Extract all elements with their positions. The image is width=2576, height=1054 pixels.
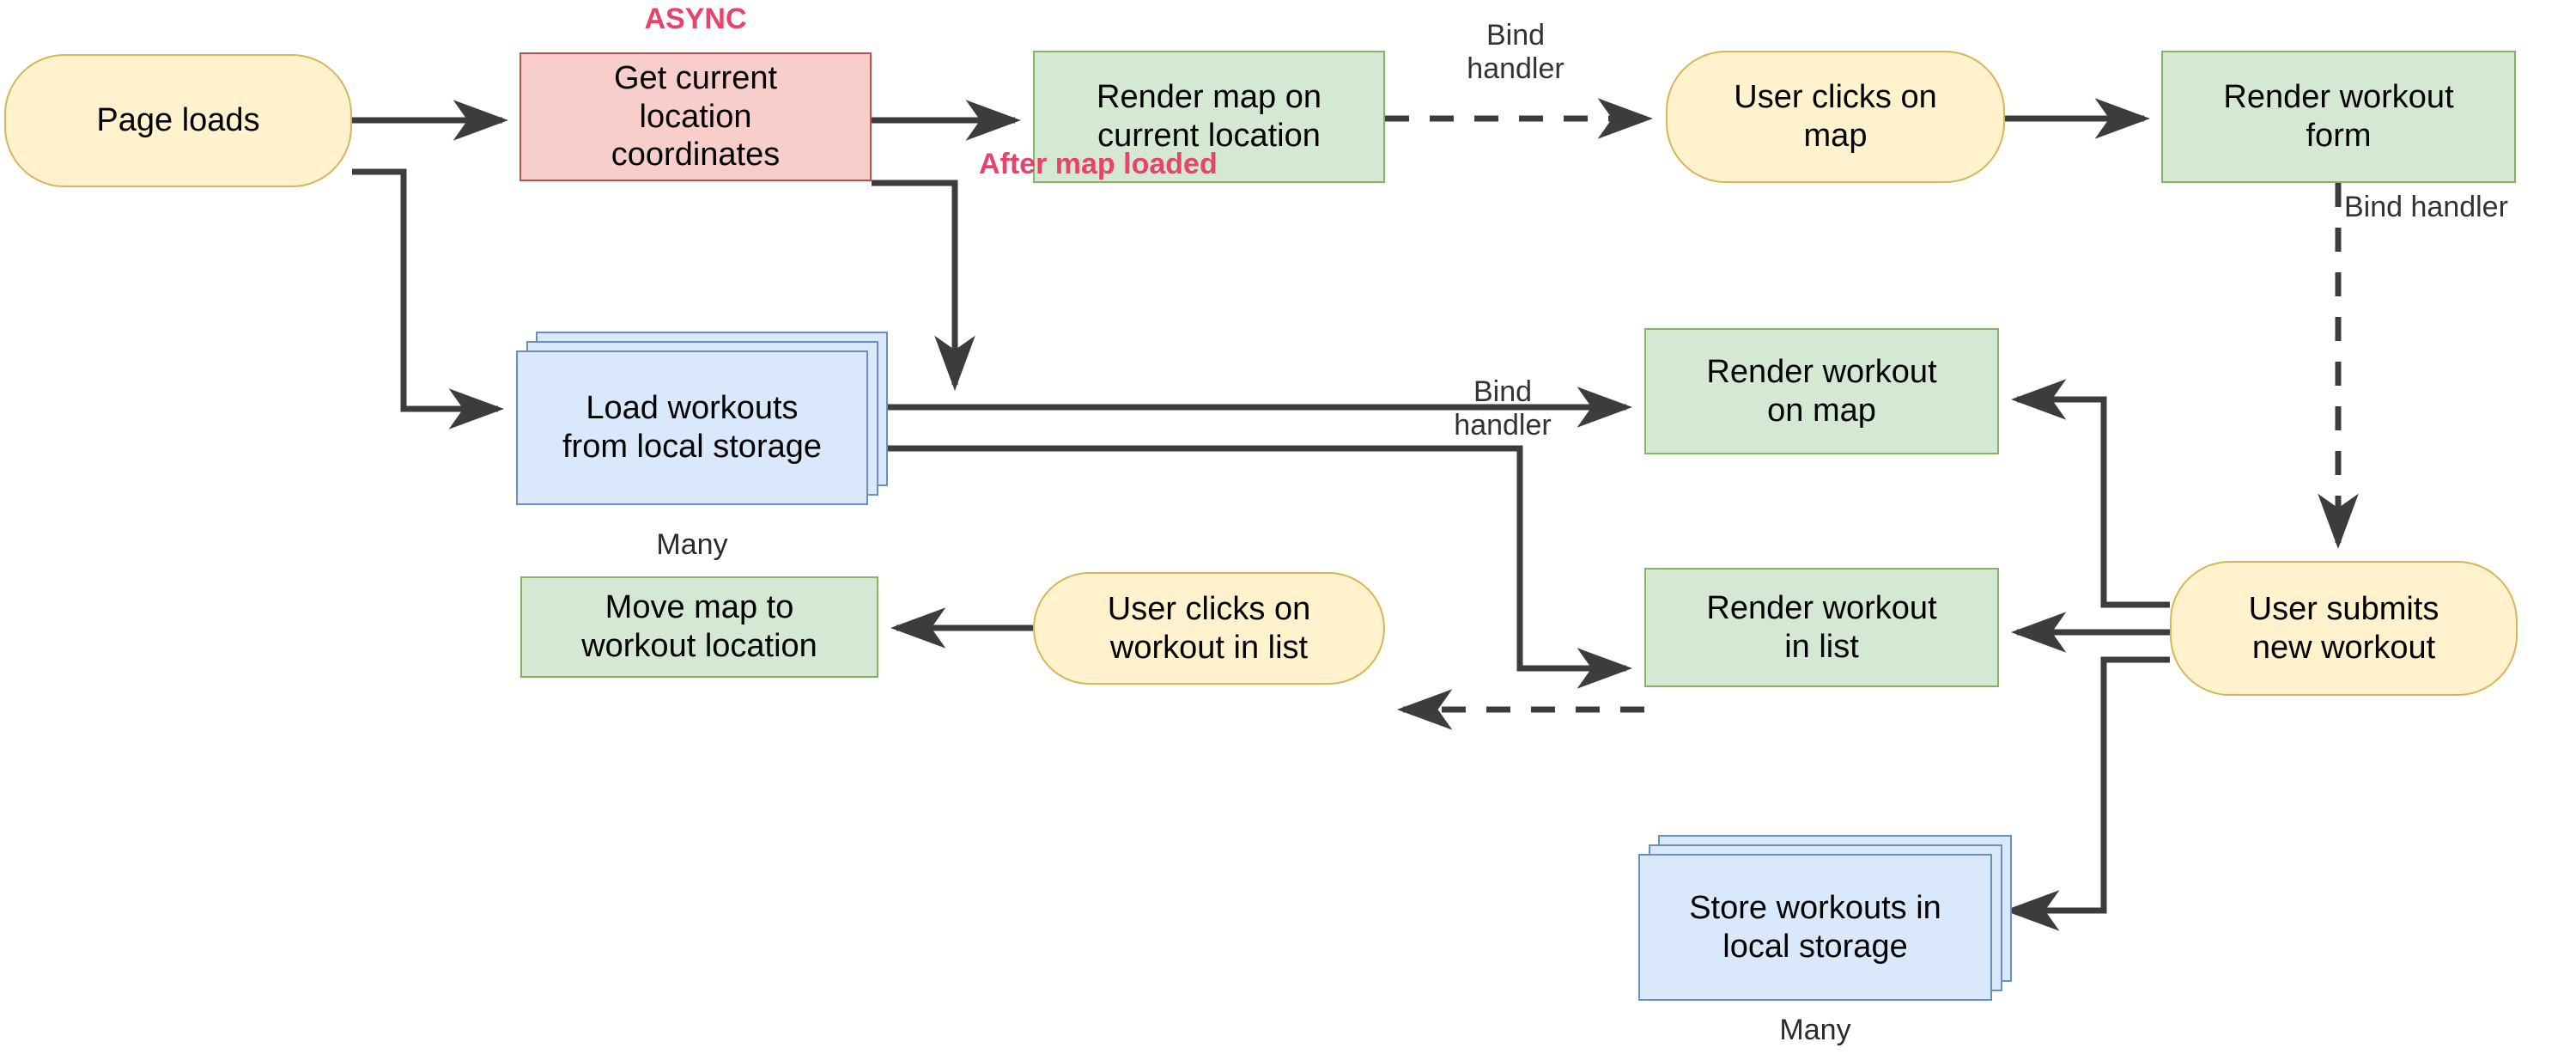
- stack-caption-store-workouts: Many: [1779, 1014, 1851, 1046]
- node-load-workouts-from-local-storage[interactable]: Load workouts from local storage: [516, 332, 894, 512]
- node-label: Move map to workout location: [581, 589, 817, 664]
- stack-caption-load-workouts: Many: [656, 528, 728, 561]
- node-label: Render workout in list: [1706, 589, 1937, 665]
- edge-usersubmits-to-renderworkoutmap: [2010, 379, 2170, 608]
- node-label: User clicks on map: [1734, 79, 1937, 154]
- node-label: Render workout on map: [1706, 353, 1937, 429]
- node-move-map-to-workout-location[interactable]: Move map to workout location: [520, 576, 878, 678]
- node-render-map-on-current-location[interactable]: Render map on current location: [1033, 51, 1385, 183]
- node-label: User submits new workout: [2248, 590, 2439, 666]
- edge-pageloads-to-loadworkouts: [352, 168, 505, 430]
- stack-layer-front: Load workouts from local storage: [516, 350, 868, 505]
- node-get-current-location-coordinates[interactable]: Get current location coordinates: [519, 52, 872, 181]
- stack-layer-front: Store workouts in local storage: [1638, 854, 1992, 1001]
- node-label: Get current location coordinates: [611, 59, 781, 174]
- node-label: Store workouts in local storage: [1689, 889, 1941, 965]
- node-render-workout-in-list[interactable]: Render workout in list: [1644, 568, 1999, 687]
- edge-label-after-map-loaded: After map loaded: [979, 148, 1218, 180]
- node-render-workout-form[interactable]: Render workout form: [2161, 51, 2516, 183]
- edge-label-bind-handler-map: Bind handler: [1467, 19, 1564, 86]
- node-label: Load workouts from local storage: [562, 390, 822, 465]
- node-store-workouts-in-local-storage[interactable]: Store workouts in local storage: [1638, 835, 2016, 1007]
- node-label: Render workout form: [2223, 79, 2454, 154]
- edge-label-bind-handler-list: Bind handler: [1454, 375, 1552, 442]
- edge-label-async: ASYNC: [644, 3, 747, 35]
- node-label: Page loads: [96, 102, 260, 139]
- node-user-clicks-on-map[interactable]: User clicks on map: [1666, 51, 2005, 183]
- edge-label-bind-handler-form: Bind handler: [2344, 191, 2508, 223]
- node-label: Render map on current location: [1097, 79, 1321, 154]
- node-user-clicks-on-workout-in-list[interactable]: User clicks on workout in list: [1033, 572, 1385, 685]
- node-label: User clicks on workout in list: [1107, 590, 1311, 666]
- node-user-submits-new-workout[interactable]: User submits new workout: [2170, 561, 2518, 696]
- edge-usersubmits-to-storeworkouts: [2003, 656, 2170, 931]
- node-render-workout-on-map[interactable]: Render workout on map: [1644, 328, 1999, 454]
- node-page-loads[interactable]: Page loads: [4, 54, 352, 187]
